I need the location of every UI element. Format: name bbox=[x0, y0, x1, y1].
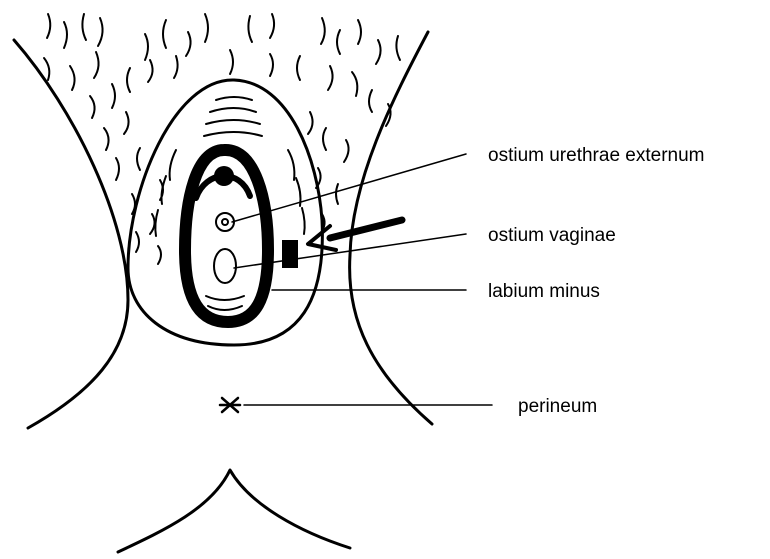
buttocks-cleft bbox=[118, 470, 350, 552]
urethral-opening-inner bbox=[222, 219, 228, 225]
vaginal-opening bbox=[214, 249, 236, 283]
left-thigh-contour bbox=[14, 40, 128, 428]
label-vagina: ostium vaginae bbox=[488, 225, 616, 246]
label-urethra: ostium urethrae externum bbox=[488, 145, 705, 166]
gland-marker bbox=[282, 240, 298, 268]
label-perineum: perineum bbox=[518, 396, 597, 417]
pointer-arrow-shaft bbox=[330, 220, 402, 238]
label-labium: labium minus bbox=[488, 281, 600, 302]
perineum-mark bbox=[220, 398, 240, 412]
leader-line-urethra bbox=[232, 154, 466, 222]
pubic-hair bbox=[44, 14, 400, 264]
clitoris bbox=[214, 166, 234, 186]
vestibule-ridges bbox=[206, 296, 244, 319]
